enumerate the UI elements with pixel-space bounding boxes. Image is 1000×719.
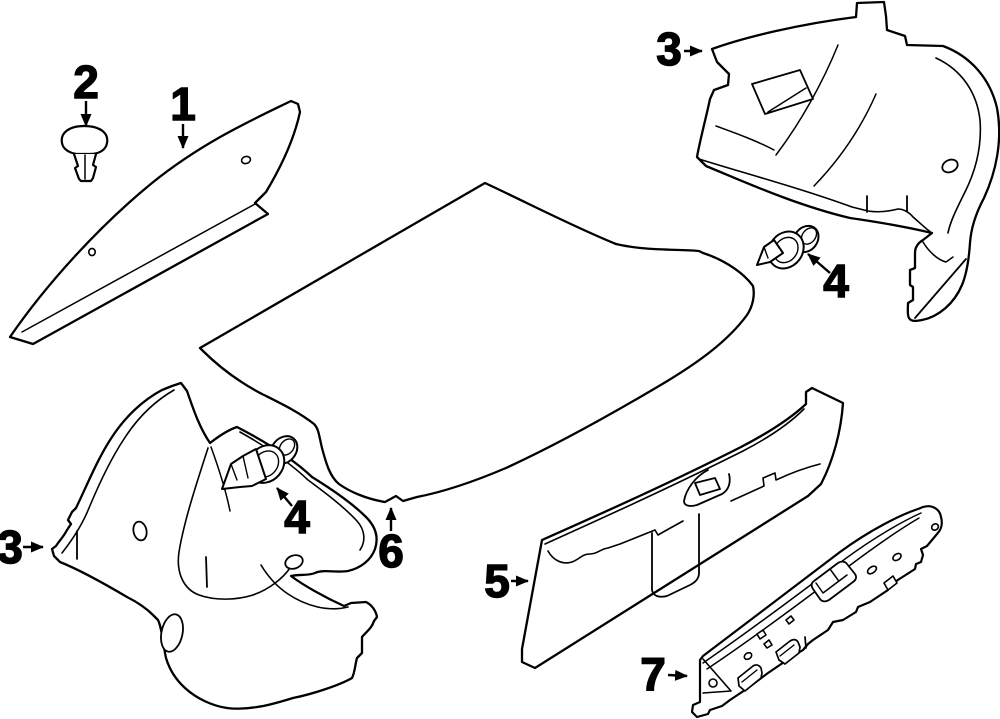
pin-tip-facet (230, 455, 249, 481)
callout-3-left-number: 3 (0, 521, 23, 573)
clip-cap (60, 124, 109, 156)
oval-hole (160, 613, 184, 653)
part-rear-trim-panel[interactable] (520, 386, 845, 670)
tick-mark (76, 530, 208, 588)
outline (695, 0, 1000, 323)
callout-1[interactable]: 1 (170, 77, 196, 149)
callout-4-right-arrow (807, 253, 831, 274)
callout-3-right[interactable]: 3 (656, 22, 703, 76)
callout-4-left-arrow (276, 487, 293, 507)
lip-line (544, 408, 805, 545)
clip-bracket-window (694, 477, 721, 496)
pocket-crease (767, 87, 807, 113)
bump-tab-line (779, 644, 795, 657)
pin-tip (756, 239, 784, 266)
clip-seat (883, 575, 898, 591)
tick-mark (866, 195, 908, 213)
part-quarter-trim-panel-left[interactable] (50, 381, 379, 710)
window-divider (815, 568, 848, 594)
hole-diamond (756, 629, 773, 649)
callout-7-number: 7 (640, 648, 666, 700)
callout-6-number: 6 (378, 525, 404, 577)
pin-tip-facet (763, 246, 769, 259)
crease-line (715, 125, 775, 151)
hole (708, 678, 718, 688)
clip-hole (88, 247, 97, 257)
part-push-pin-clip-left[interactable] (221, 431, 303, 490)
hole (892, 552, 902, 562)
callout-7[interactable]: 7 (640, 647, 688, 701)
callout-2-number: 2 (73, 56, 99, 108)
bump-tab-line (741, 669, 758, 683)
callout-5[interactable]: 5 (484, 554, 529, 608)
clip-hole (941, 158, 959, 174)
part-quarter-trim-panel-right[interactable] (695, 0, 1000, 323)
callout-2[interactable]: 2 (73, 55, 99, 127)
outline (50, 381, 379, 710)
part-package-tray-trim-panel[interactable] (8, 99, 302, 346)
armrest-crease (177, 447, 291, 600)
rolled-edge (935, 57, 982, 234)
outline (520, 386, 845, 670)
crease-line (775, 44, 839, 156)
clip-bracket (683, 469, 731, 507)
part-push-pin-clip-right[interactable] (756, 221, 824, 276)
hole (866, 565, 878, 575)
oval-hole (132, 520, 148, 542)
center-strip (651, 513, 700, 598)
rim-line (61, 389, 175, 554)
callout-4-right[interactable]: 4 (807, 253, 850, 308)
callout-1-number: 1 (170, 78, 196, 130)
part-rear-sill-plate[interactable] (690, 505, 943, 719)
flap-crease (914, 258, 967, 319)
pin-tip (221, 448, 267, 490)
band-line-right (730, 463, 821, 502)
callout-5-number: 5 (484, 555, 510, 607)
rim-line (698, 158, 933, 234)
part-clip-fastener[interactable] (60, 124, 109, 183)
clip-hole (240, 155, 252, 165)
flap-wave (922, 241, 954, 263)
fold-line (21, 203, 256, 333)
callout-3-left[interactable]: 3 (0, 520, 44, 574)
end-gusset (702, 658, 732, 694)
callout-7-arrow (667, 669, 688, 681)
callout-3-right-number: 3 (656, 23, 682, 75)
part-trunk-floor-mat[interactable] (198, 181, 755, 504)
callout-6[interactable]: 6 (378, 507, 404, 578)
callout-4-left[interactable]: 4 (276, 487, 311, 544)
hole (743, 651, 753, 661)
clip-hole (284, 554, 304, 570)
band-line-left (547, 520, 684, 564)
hole (930, 523, 940, 531)
callout-4-left-number: 4 (284, 491, 310, 543)
outline (198, 181, 755, 504)
hole-square (785, 615, 795, 625)
crease-line (813, 93, 877, 187)
ear-crease (260, 564, 349, 610)
v-crease (210, 446, 231, 512)
callout-4-right-number: 4 (823, 255, 849, 307)
tick-mark (804, 636, 807, 649)
outline (8, 99, 302, 346)
